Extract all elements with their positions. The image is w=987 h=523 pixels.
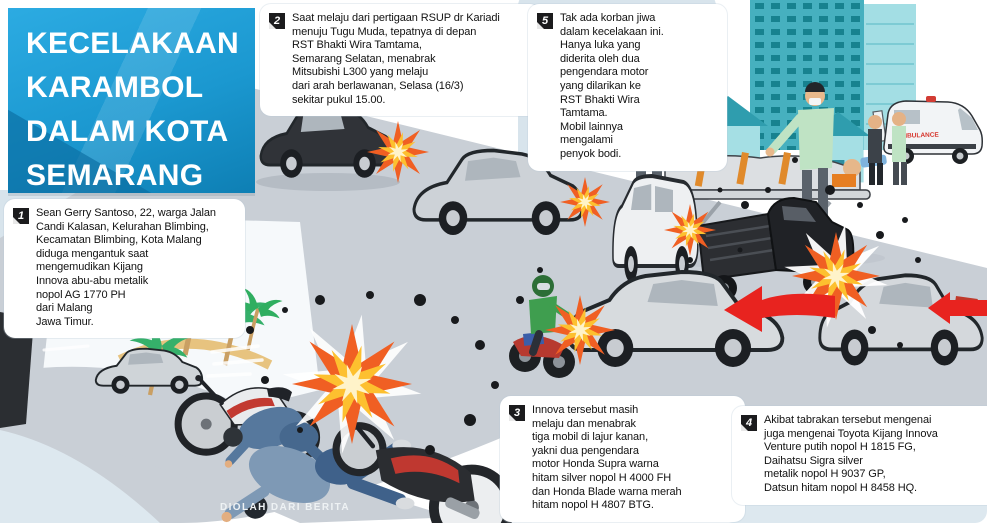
- ambulance-label: AMBULANCE: [897, 132, 940, 140]
- title-line-3: DALAM KOTA: [26, 115, 229, 148]
- title-line-4: SEMARANG: [26, 159, 204, 192]
- debris: [687, 157, 921, 348]
- callout-3-text: Innova tersebut masih melaju dan menabra…: [532, 404, 682, 512]
- explosion-burst-big: [687, 157, 921, 348]
- red-arrow-left: [724, 286, 835, 332]
- explosion-burst-2: [560, 177, 610, 227]
- explosion-burst-bottom: [246, 267, 604, 464]
- title-line-2: KARAMBOL: [26, 71, 204, 104]
- callout-5-number-badge: 5: [537, 13, 553, 29]
- explosion-burst-3: [664, 204, 716, 256]
- page-title: KECELAKAAN KARAMBOL DALAM KOTA SEMARANG: [8, 8, 255, 193]
- red-arrow-right-edge: [928, 292, 987, 324]
- debris: [246, 267, 604, 464]
- paramedic-right: [765, 82, 834, 231]
- face-mask: [809, 98, 821, 105]
- red-direction-arrows: [724, 286, 987, 332]
- callout-4: 4 Akibat tabrakan tersebut mengenai juga…: [732, 406, 987, 505]
- callout-1-text: Sean Gerry Santoso, 22, warga Jalan Cand…: [36, 207, 216, 328]
- callout-2-text: Saat melaju dari pertigaan RSUP dr Karia…: [292, 12, 500, 106]
- explosion-burst-1: [367, 121, 429, 183]
- patient-head: [843, 159, 861, 177]
- ambulance-loaders: [860, 112, 907, 185]
- callout-3-number-badge: 3: [509, 405, 525, 421]
- callout-5-text: Tak ada korban jiwa dalam kecelakaan ini…: [560, 12, 664, 160]
- callout-4-text: Akibat tabrakan tersebut mengenai juga m…: [764, 414, 938, 494]
- ambulance-beacon: [926, 96, 936, 102]
- title-line-1: KECELAKAAN: [26, 27, 239, 60]
- callout-3: 3 Innova tersebut masih melaju dan menab…: [500, 396, 745, 522]
- callout-1-number-badge: 1: [13, 208, 29, 224]
- callout-1: 1 Sean Gerry Santoso, 22, warga Jalan Ca…: [4, 199, 245, 339]
- callout-5: 5 Tak ada korban jiwa dalam kecelakaan i…: [528, 4, 727, 171]
- kijang-innova: [94, 344, 264, 395]
- speed-lines: [206, 344, 264, 378]
- callout-2: 2 Saat melaju dari pertigaan RSUP dr Kar…: [260, 4, 541, 117]
- title-panel: KECELAKAAN KARAMBOL DALAM KOTA SEMARANG: [8, 8, 255, 193]
- explosion-burst-5: [545, 295, 615, 365]
- callout-4-number-badge: 4: [741, 415, 757, 431]
- callout-2-number-badge: 2: [269, 13, 285, 29]
- footer-credit: DIOLAH DARI BERITA: [220, 502, 351, 513]
